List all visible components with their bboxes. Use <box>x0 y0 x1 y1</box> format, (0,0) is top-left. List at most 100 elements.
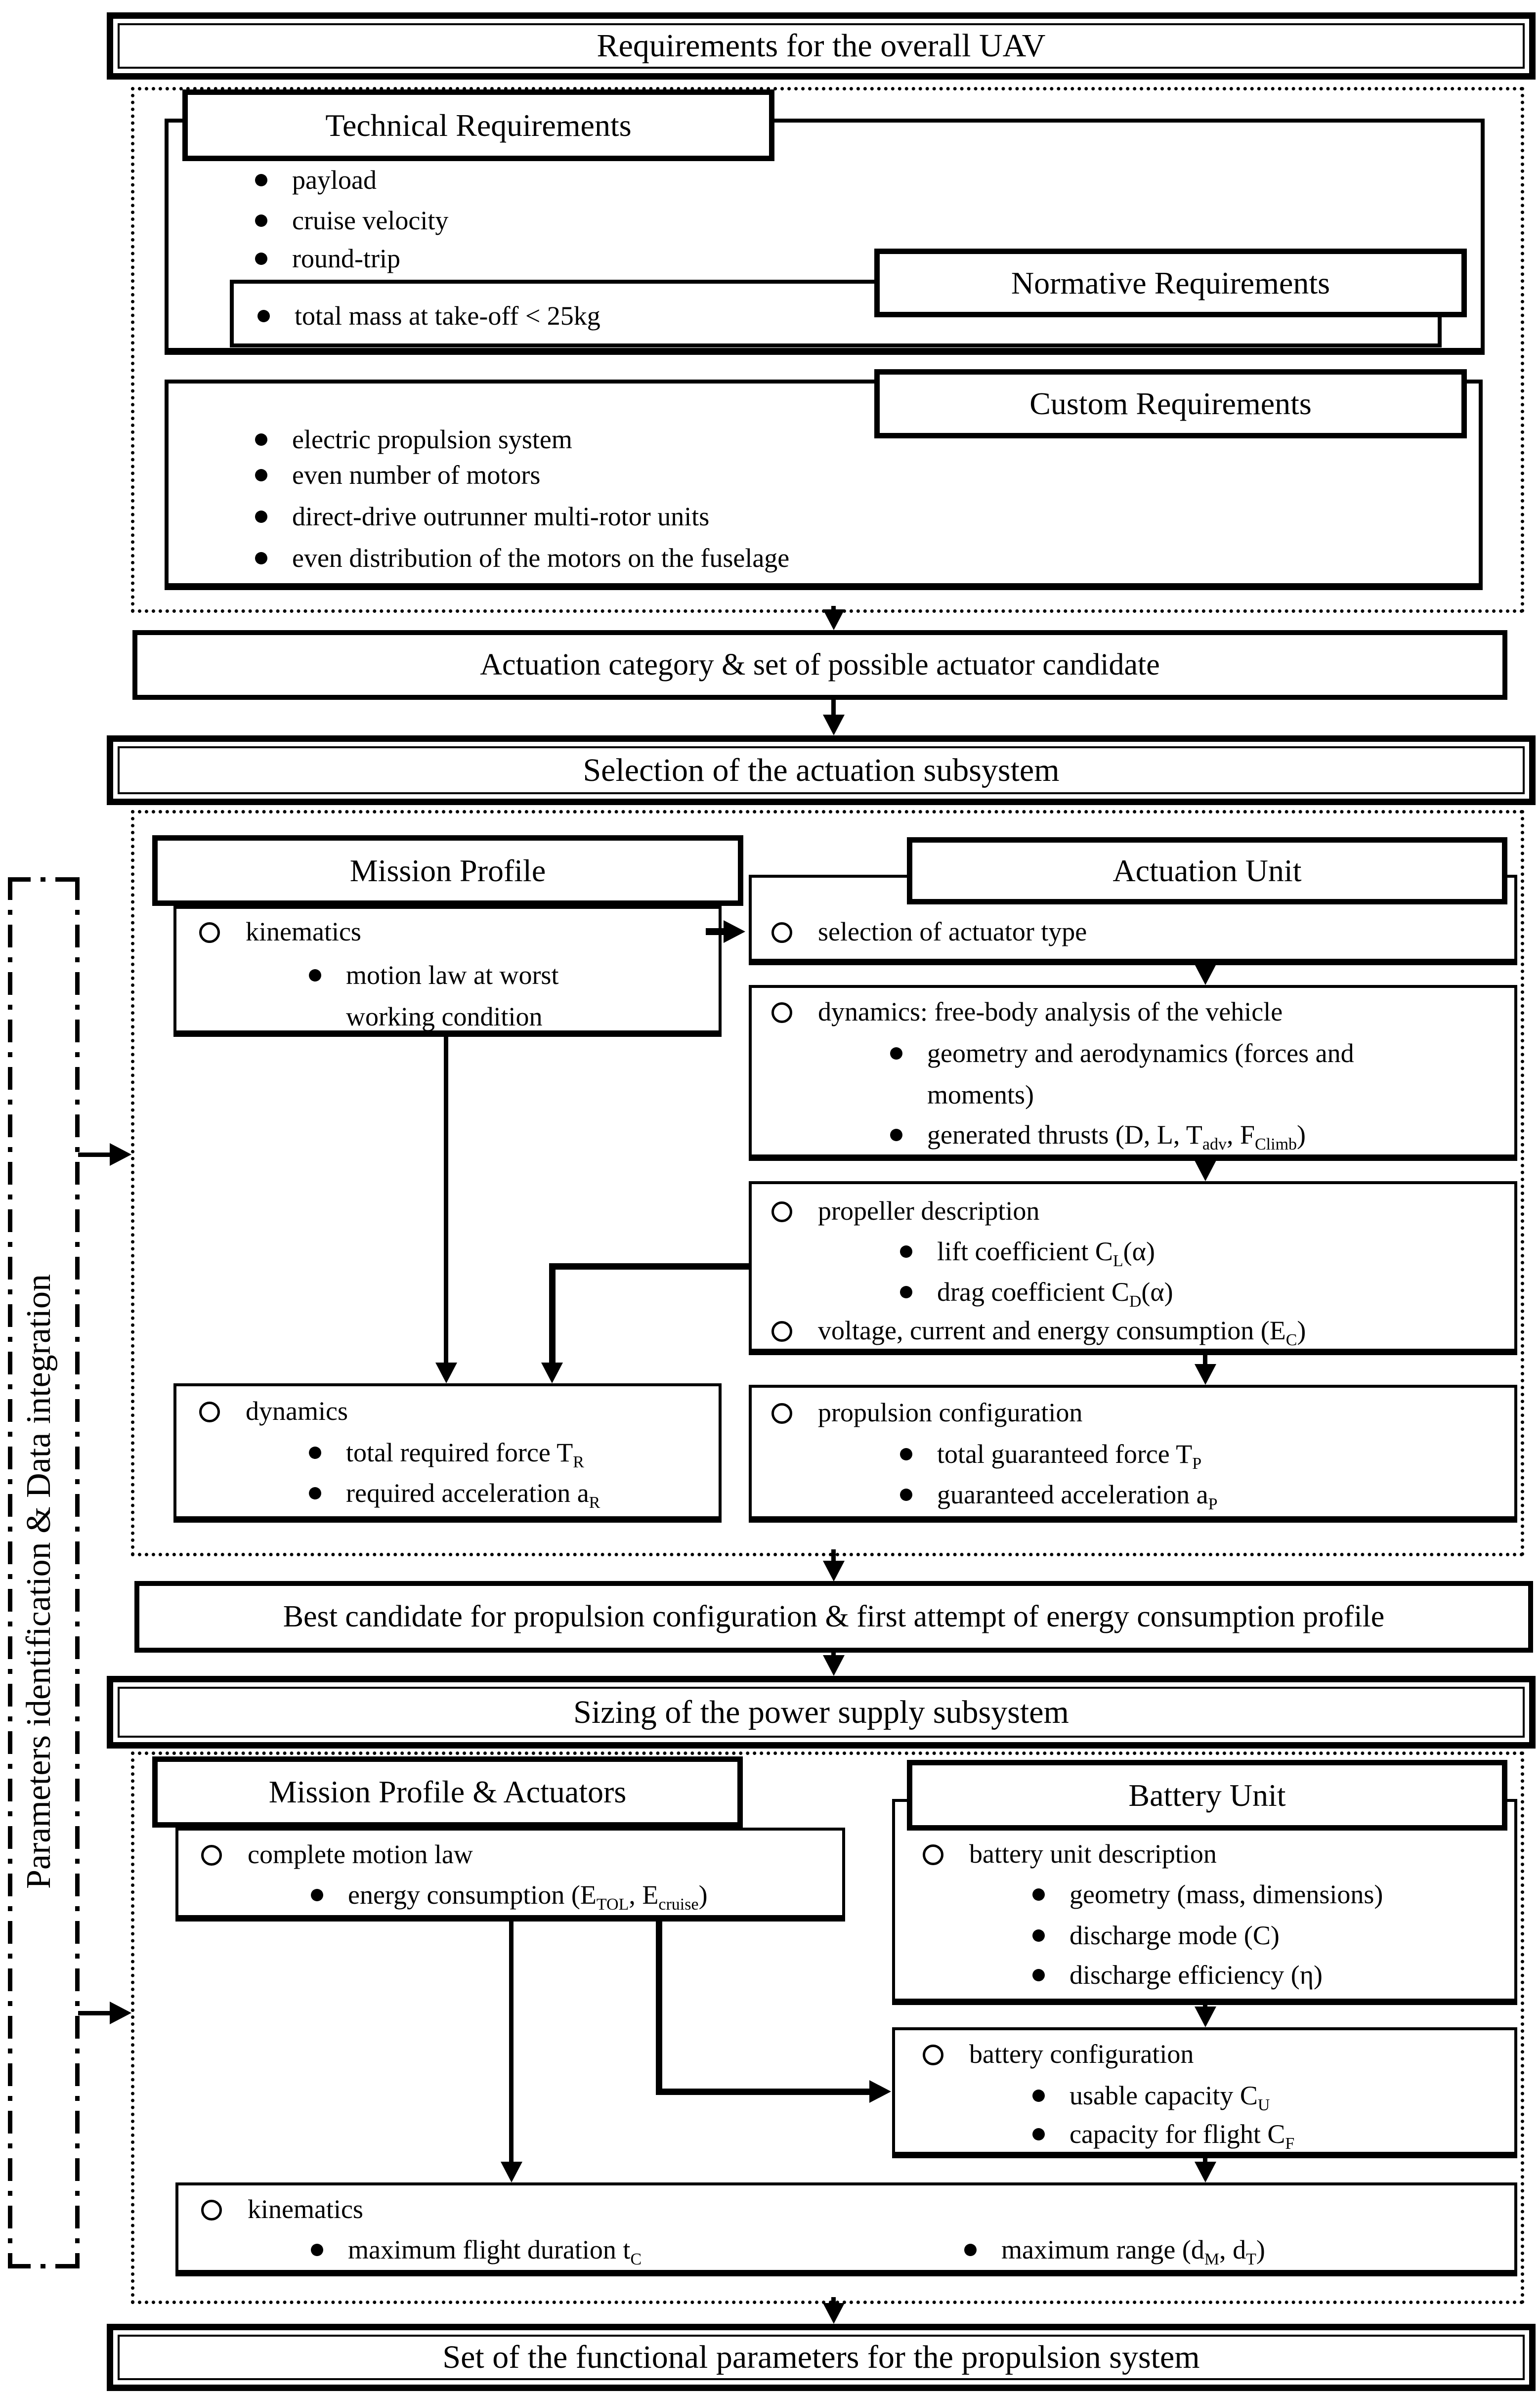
list-item: battery unit description <box>923 1833 1217 1875</box>
connector <box>706 928 726 935</box>
bullet-circle-icon <box>771 1002 792 1023</box>
list-item-label: capacity for flight CF <box>1069 2119 1295 2153</box>
bullet-circle-icon <box>199 1402 220 1422</box>
list-item-label: total guaranteed force TP <box>937 1439 1202 1473</box>
power-supply-label: Sizing of the power supply subsystem <box>118 1687 1525 1738</box>
list-item: dynamics: free-body analysis of the vehi… <box>771 991 1283 1032</box>
feedback-arrow-actuation-line <box>78 1153 111 1157</box>
list-item: usable capacity CU <box>1032 2075 1270 2116</box>
arrow-down-icon <box>1195 2162 1216 2182</box>
bullet-dot-icon <box>309 969 321 982</box>
power-supply-frame <box>131 1751 1524 2304</box>
best-candidate-label: Best candidate for propulsion configurat… <box>283 1600 1385 1633</box>
propeller-description-box: propeller description lift coefficient C… <box>749 1181 1517 1355</box>
bullet-dot-icon <box>309 1447 321 1459</box>
bullet-dot-icon <box>900 1489 912 1501</box>
feedback-arrow-power-line <box>78 2011 111 2015</box>
connector <box>656 1922 662 2094</box>
list-item-label: even number of motors <box>292 460 541 490</box>
bullet-dot-icon <box>257 310 270 322</box>
connector <box>831 700 836 717</box>
list-item: total mass at take-off < 25kg <box>257 295 600 337</box>
bullet-dot-icon <box>1032 2128 1045 2140</box>
arrow-down-icon <box>823 1655 845 1676</box>
list-item: maximum range (dM, dT) <box>964 2229 1265 2270</box>
list-item-label: total required force TR <box>346 1438 584 1471</box>
bullet-dot-icon <box>890 1047 902 1060</box>
list-item: propeller description <box>771 1190 1039 1232</box>
list-item-label: selection of actuator type <box>818 917 1087 946</box>
bullet-circle-icon <box>201 1845 222 1866</box>
feedback-loop-left-line <box>8 877 12 2268</box>
connector <box>831 2297 836 2306</box>
bullet-dot-icon <box>255 511 267 523</box>
bullet-dot-icon <box>309 1487 321 1499</box>
feedback-loop-right-line <box>75 877 80 2268</box>
list-item: lift coefficient CL(α) <box>900 1231 1155 1272</box>
bullet-dot-icon <box>900 1245 912 1258</box>
mission-profile-header: Mission Profile <box>152 835 743 906</box>
bullet-dot-icon <box>900 1448 912 1460</box>
connector <box>509 1922 513 2164</box>
bullet-dot-icon <box>900 1286 912 1298</box>
feedback-loop-top-line <box>8 877 80 882</box>
list-item-label: propulsion configuration <box>818 1398 1083 1427</box>
list-item: maximum flight duration tC <box>311 2229 642 2270</box>
connector <box>1203 2158 1207 2164</box>
normative-requirements-header: Normative Requirements <box>874 249 1467 317</box>
list-item: guaranteed acceleration aP <box>900 1474 1218 1515</box>
arrow-down-icon <box>1195 1364 1216 1385</box>
list-item: drag coefficient CD(α) <box>900 1271 1173 1313</box>
feedback-loop-bottom-line <box>8 2264 80 2268</box>
actuation-subsystem-bar: Selection of the actuation subsystem <box>107 735 1536 805</box>
list-item: discharge efficiency (η) <box>1032 1954 1323 1996</box>
list-item: discharge mode (C) <box>1032 1915 1280 1956</box>
arrow-down-icon <box>823 715 845 735</box>
list-item: cruise velocity <box>255 200 448 241</box>
bullet-dot-icon <box>311 2244 323 2256</box>
list-item: payload <box>255 159 377 201</box>
flight-kinematics-box: kinematics maximum flight duration tC ma… <box>175 2182 1517 2276</box>
list-item-label: energy consumption (ETOL, Ecruise) <box>348 1880 708 1914</box>
bullet-circle-icon <box>771 1201 792 1222</box>
bullet-dot-icon <box>1032 1969 1045 1981</box>
list-item-label: propeller description <box>818 1196 1040 1226</box>
bullet-circle-icon <box>771 1403 792 1424</box>
bullet-circle-icon <box>199 922 220 943</box>
list-item-label: round-trip <box>292 244 400 273</box>
list-item-label: even distribution of the motors on the f… <box>292 543 790 573</box>
actuation-category-label: Actuation category & set of possible act… <box>480 648 1160 682</box>
technical-requirements-label: Technical Requirements <box>325 107 632 143</box>
list-item: total required force TR <box>309 1432 584 1473</box>
bullet-dot-icon <box>1032 1888 1045 1901</box>
title-bar: Requirements for the overall UAV <box>107 12 1536 80</box>
list-item-label: electric propulsion system <box>292 425 572 454</box>
list-item: round-trip <box>255 238 400 279</box>
actuation-unit-label: Actuation Unit <box>1112 853 1302 888</box>
output-bar: Set of the functional parameters for the… <box>107 2324 1536 2391</box>
list-item: battery configuration <box>923 2033 1194 2075</box>
vehicle-dynamics-box: dynamics: free-body analysis of the vehi… <box>749 985 1517 1161</box>
required-dynamics-box: dynamics total required force TR require… <box>173 1383 722 1523</box>
list-item-label: geometry (mass, dimensions) <box>1069 1879 1383 1909</box>
actuation-category-bar: Actuation category & set of possible act… <box>132 630 1507 700</box>
mission-profile-actuators-label: Mission Profile & Actuators <box>268 1774 627 1809</box>
connector <box>831 1549 836 1563</box>
feedback-arrow-actuation-head <box>110 1143 131 1166</box>
title-bar-label: Requirements for the overall UAV <box>118 23 1525 69</box>
bullet-dot-icon <box>1032 1929 1045 1942</box>
propulsion-configuration-box: propulsion configuration total guarantee… <box>749 1385 1517 1523</box>
bullet-dot-icon <box>964 2244 977 2256</box>
list-item-label: required acceleration aR <box>346 1478 600 1512</box>
list-item-label: maximum flight duration tC <box>348 2235 642 2268</box>
bullet-dot-icon <box>255 433 267 446</box>
arrow-down-icon <box>823 609 845 630</box>
output-bar-label: Set of the functional parameters for the… <box>118 2335 1525 2380</box>
list-item: even distribution of the motors on the f… <box>255 537 789 579</box>
list-item: total guaranteed force TP <box>900 1433 1201 1475</box>
list-item-label: kinematics <box>246 917 361 946</box>
list-item: required acceleration aR <box>309 1472 600 1514</box>
